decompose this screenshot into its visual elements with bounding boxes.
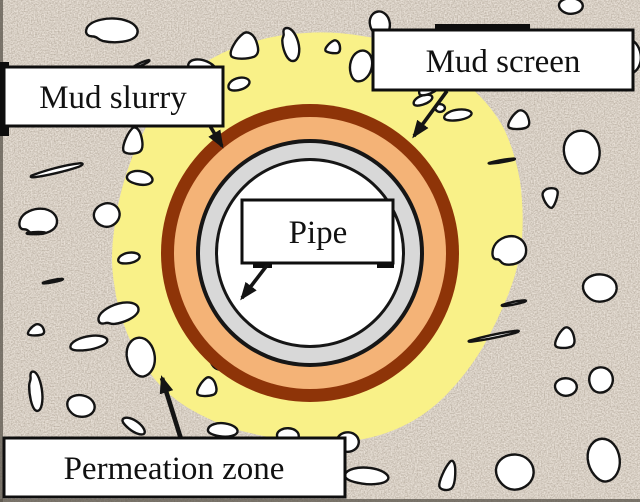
stone (559, 0, 583, 14)
pipe-arrow (240, 262, 270, 301)
stone (27, 231, 46, 236)
callout-mud-screen: Mud screen (371, 24, 635, 139)
pipe-box-shadow-right (377, 262, 394, 268)
callout-pipe: Pipe (240, 198, 395, 301)
mud-screen-box (371, 28, 635, 92)
stone (555, 378, 577, 396)
stone (492, 236, 526, 265)
mud-screen-box-shadow (435, 24, 530, 31)
mud-slurry-label: Mud slurry (39, 80, 187, 116)
callout-mud-slurry: Mud slurry (0, 62, 225, 149)
stone (583, 274, 617, 301)
left-edge-line (0, 0, 3, 502)
mud-screen-label: Mud screen (426, 44, 581, 80)
permeation-zone-arrow (159, 375, 184, 440)
mud-screen-arrow (412, 89, 449, 139)
mud-slurry-arrow (208, 125, 224, 149)
callout-permeation-zone: Permeation zone (2, 375, 347, 499)
pipe-box (240, 198, 395, 265)
pipe-label: Pipe (289, 215, 348, 251)
permeation-zone-label: Permeation zone (64, 451, 285, 487)
bottom-edge-line (0, 499, 640, 502)
pipe-box-shadow-left (253, 262, 272, 268)
stone (19, 209, 57, 234)
mud-slurry-box (2, 65, 225, 128)
stone (496, 455, 534, 490)
permeation-zone-box (2, 436, 347, 499)
